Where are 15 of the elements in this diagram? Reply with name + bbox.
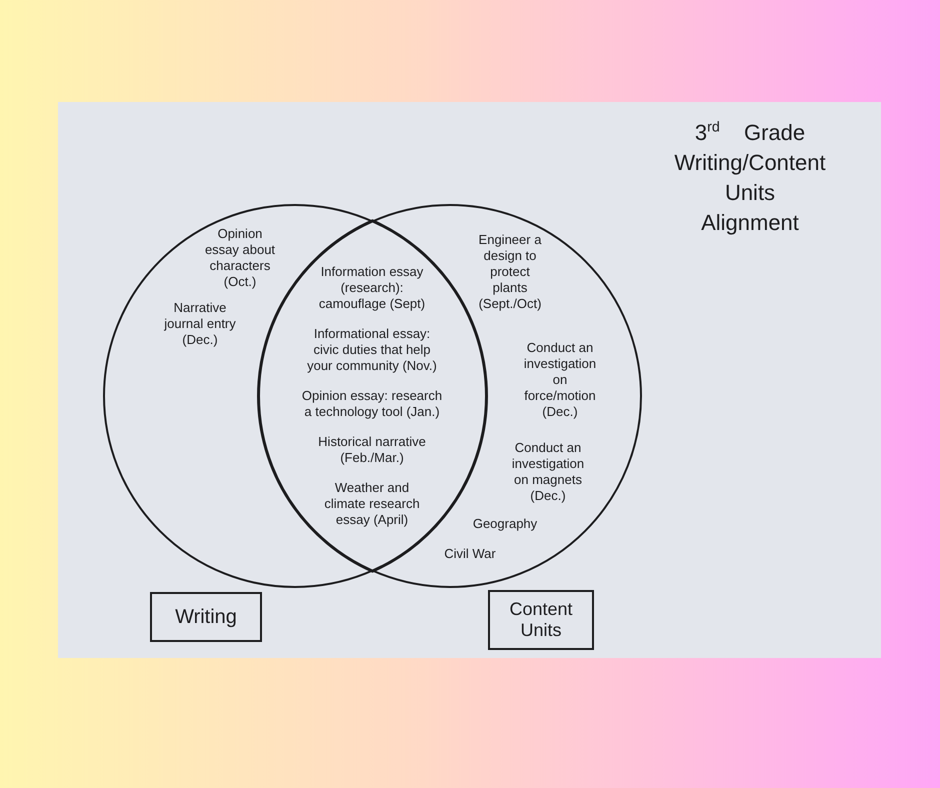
set-label-box: Content Units (488, 590, 594, 650)
unit-text: Conduct an investigation on force/motion (Dec.) (522, 340, 598, 420)
unit-text: Engineer a design to protect plants (Sept./Oct) (478, 232, 542, 312)
unit-text: Opinion essay about characters (Oct.) (204, 226, 276, 290)
unit-text: Informational essay: civic duties that help your community (Nov.) (306, 326, 438, 374)
unit-text: Weather and climate research essay (April) (323, 480, 421, 528)
unit-text: Opinion essay: research a technology tool (Jan.) (300, 388, 444, 420)
unit-text: Information essay (research): camouflage (Sept) (318, 264, 426, 312)
unit-text: Narrative journal entry (Dec.) (163, 300, 237, 348)
unit-text: Geography (472, 516, 538, 532)
unit-text: Conduct an investigation on magnets (Dec.) (510, 440, 586, 504)
set-label-box: Writing (150, 592, 262, 642)
diagram-title: 3$^{rd}$ Grade Writing/Content Units Alignment (673, 118, 827, 237)
unit-text: Historical narrative (Feb./Mar.) (317, 434, 427, 466)
unit-text: Civil War (443, 546, 497, 562)
